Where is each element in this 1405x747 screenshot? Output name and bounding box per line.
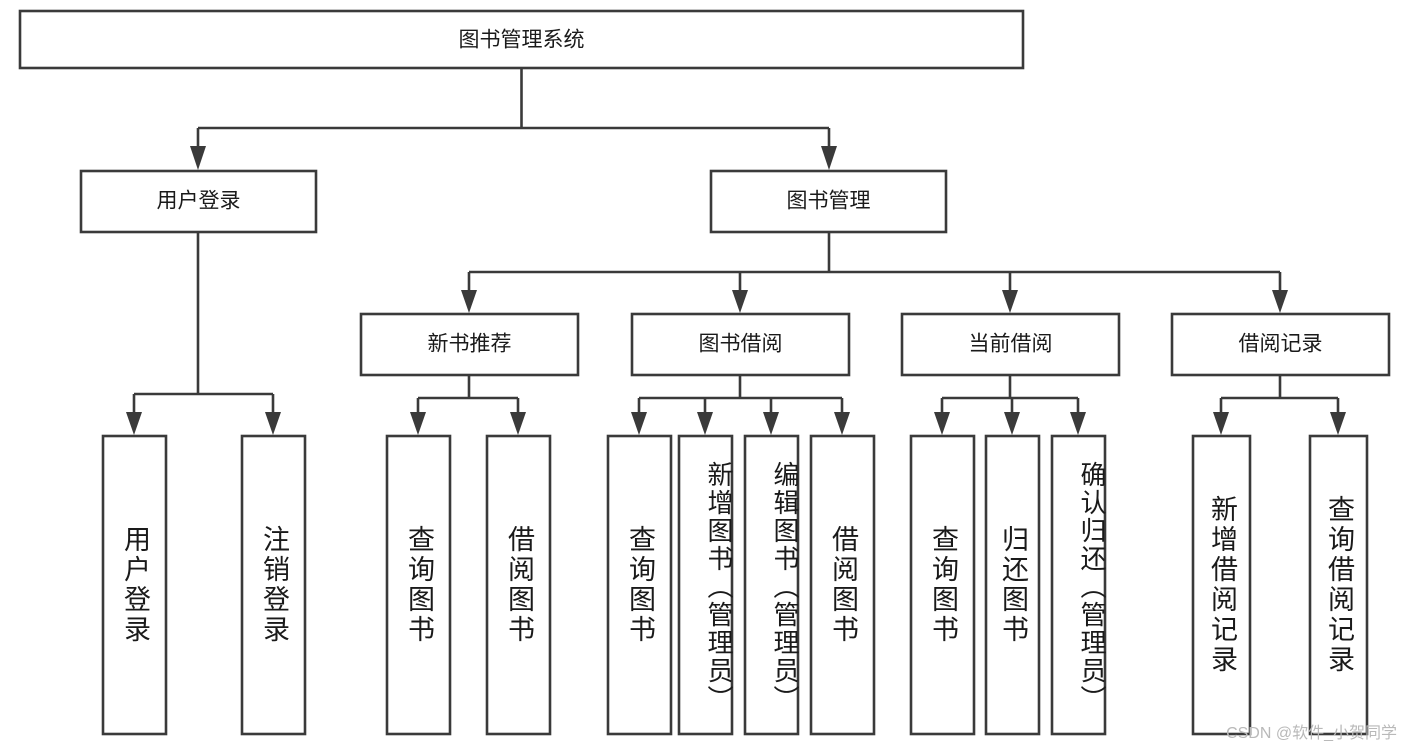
connectors-borrow-record-to-leaves: [1213, 375, 1346, 435]
arrow-head-current-borrow: [1002, 290, 1018, 313]
node-book-manage-box[interactable]: [709, 169, 948, 234]
arrow-head-book-manage: [821, 146, 837, 170]
node-leaf-add-book-box[interactable]: [677, 434, 734, 736]
arrow-head-borrow-record: [1272, 290, 1288, 313]
node-leaf-query-record-box[interactable]: [1308, 434, 1369, 736]
node-book-borrow-box[interactable]: [630, 312, 851, 377]
node-root[interactable]: 图书管理系统: [18, 9, 1025, 70]
arrow-head-leaf-confirm-return: [1070, 412, 1086, 435]
node-new-book-recommend[interactable]: 新书推荐: [359, 312, 580, 377]
node-book-borrow[interactable]: 图书借阅: [630, 312, 851, 377]
arrow-head-leaf-edit-book: [763, 412, 779, 435]
connectors-book-manage-to-level3: [461, 232, 1288, 313]
connectors-book-borrow-to-leaves: [631, 375, 850, 435]
connectors-user-login-to-leaves: [126, 232, 281, 435]
node-root-label: 图书管理系统: [459, 29, 585, 52]
node-leaf-confirm-return-box[interactable]: [1050, 434, 1107, 736]
node-leaf-logout-box[interactable]: [240, 434, 307, 736]
node-book-borrow-label: 图书借阅: [699, 333, 783, 356]
arrow-head-leaf-query-book-1: [410, 412, 426, 435]
arrow-head-leaf-query-book-3: [934, 412, 950, 435]
node-borrow-record-label: 借阅记录: [1239, 333, 1323, 356]
node-user-login[interactable]: 用户登录: [79, 169, 318, 234]
connectors-current-borrow-to-leaves: [934, 375, 1086, 435]
arrow-head-leaf-add-book: [697, 412, 713, 435]
node-leaf-query-book-2-box[interactable]: [606, 434, 673, 736]
connectors-root-to-level2: [190, 68, 837, 170]
node-book-manage[interactable]: 图书管理: [709, 169, 948, 234]
node-current-borrow-box[interactable]: [900, 312, 1121, 377]
node-leaf-user-login-box[interactable]: [101, 434, 168, 736]
node-borrow-record-box[interactable]: [1170, 312, 1391, 377]
arrow-head-user-login: [190, 146, 206, 170]
node-leaf-query-book-3-box[interactable]: [909, 434, 976, 736]
node-leaf-borrow-book-2-box[interactable]: [809, 434, 876, 736]
arrow-head-leaf-return-book: [1004, 412, 1020, 435]
arrow-head-new-book-recommend: [461, 290, 477, 313]
node-new-book-recommend-label: 新书推荐: [428, 333, 512, 356]
arrow-head-leaf-borrow-book-2: [834, 412, 850, 435]
node-leaf-borrow-book-1-box[interactable]: [485, 434, 552, 736]
arrow-head-book-borrow: [732, 290, 748, 313]
node-root-box[interactable]: [18, 9, 1025, 70]
node-leaf-query-book-1-box[interactable]: [385, 434, 452, 736]
arrow-head-leaf-query-book-2: [631, 412, 647, 435]
arrow-head-leaf-query-record: [1330, 412, 1346, 435]
node-user-login-label: 用户登录: [157, 190, 241, 213]
node-leaf-add-record-box[interactable]: [1191, 434, 1252, 736]
connectors-new-book-to-leaves: [410, 375, 526, 435]
arrow-head-leaf-logout: [265, 412, 281, 435]
leaf-boxes: [101, 434, 1369, 736]
node-borrow-record[interactable]: 借阅记录: [1170, 312, 1391, 377]
arrow-head-leaf-user-login: [126, 412, 142, 435]
node-current-borrow-label: 当前借阅: [969, 333, 1053, 356]
node-user-login-box[interactable]: [79, 169, 318, 234]
node-leaf-edit-book-box[interactable]: [743, 434, 800, 736]
node-leaf-return-book-box[interactable]: [984, 434, 1041, 736]
node-new-book-recommend-box[interactable]: [359, 312, 580, 377]
node-current-borrow[interactable]: 当前借阅: [900, 312, 1121, 377]
arrow-head-leaf-borrow-book-1: [510, 412, 526, 435]
node-book-manage-label: 图书管理: [787, 190, 871, 213]
arrow-head-leaf-add-record: [1213, 412, 1229, 435]
